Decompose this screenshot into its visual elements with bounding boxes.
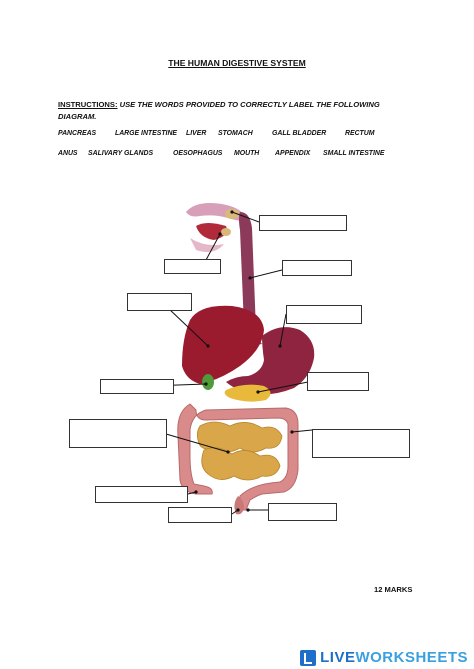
answer-box-8[interactable] (69, 419, 167, 448)
page-title: THE HUMAN DIGESTIVE SYSTEM (168, 58, 306, 68)
liveworksheets-brand[interactable]: LIVE WORKSHEETS (300, 649, 468, 666)
instructions: INSTRUCTIONS: USE THE WORDS PROVIDED TO … (58, 99, 418, 123)
word-bank-item: GALL BLADDER (272, 130, 327, 137)
answer-box-12[interactable] (268, 503, 337, 521)
word-bank-item: SMALL INTESTINE (323, 150, 385, 157)
pancreas-illustration (224, 384, 271, 402)
liver-illustration (182, 305, 264, 384)
answer-box-10[interactable] (95, 486, 188, 503)
large-intestine-illustration (177, 403, 299, 511)
word-bank-item: MOUTH (234, 150, 260, 157)
brand-live: LIVE (320, 649, 356, 666)
word-bank-item: RECTUM (345, 130, 375, 137)
word-bank-item: APPENDIX (275, 150, 311, 157)
answer-box-9[interactable] (312, 429, 410, 458)
answer-box-6[interactable] (100, 379, 174, 394)
answer-box-1[interactable] (259, 215, 347, 231)
answer-box-5[interactable] (286, 305, 362, 324)
mouth-illustration (186, 203, 246, 252)
answer-box-4[interactable] (127, 293, 192, 311)
answer-box-7[interactable] (307, 372, 369, 391)
answer-box-2[interactable] (164, 259, 221, 274)
marks-total: 12 MARKS (374, 585, 413, 594)
leader-line-dots (194, 210, 294, 512)
small-intestine-illustration (196, 421, 283, 481)
answer-box-11[interactable] (168, 507, 232, 523)
word-bank-item: SALIVARY GLANDS (88, 150, 154, 157)
gall-bladder-illustration (202, 374, 214, 390)
brand-worksheets: WORKSHEETS (355, 649, 468, 666)
liveworksheets-logo-icon (300, 649, 317, 666)
word-bank-item: LARGE INTESTINE (115, 130, 178, 137)
footer: LIVE WORKSHEETS (0, 643, 474, 669)
answer-box-3[interactable] (282, 260, 352, 276)
word-bank-item: LIVER (186, 130, 207, 137)
instructions-lead: INSTRUCTIONS: (58, 100, 118, 109)
stomach-illustration (226, 327, 315, 395)
word-bank-item: PANCREAS (58, 130, 97, 137)
word-bank-item: ANUS (58, 150, 78, 157)
word-bank-item: OESOPHAGUS (173, 150, 223, 157)
word-bank-item: STOMACH (218, 130, 253, 137)
instructions-body: USE THE WORDS PROVIDED TO CORRECTLY LABE… (58, 100, 380, 121)
